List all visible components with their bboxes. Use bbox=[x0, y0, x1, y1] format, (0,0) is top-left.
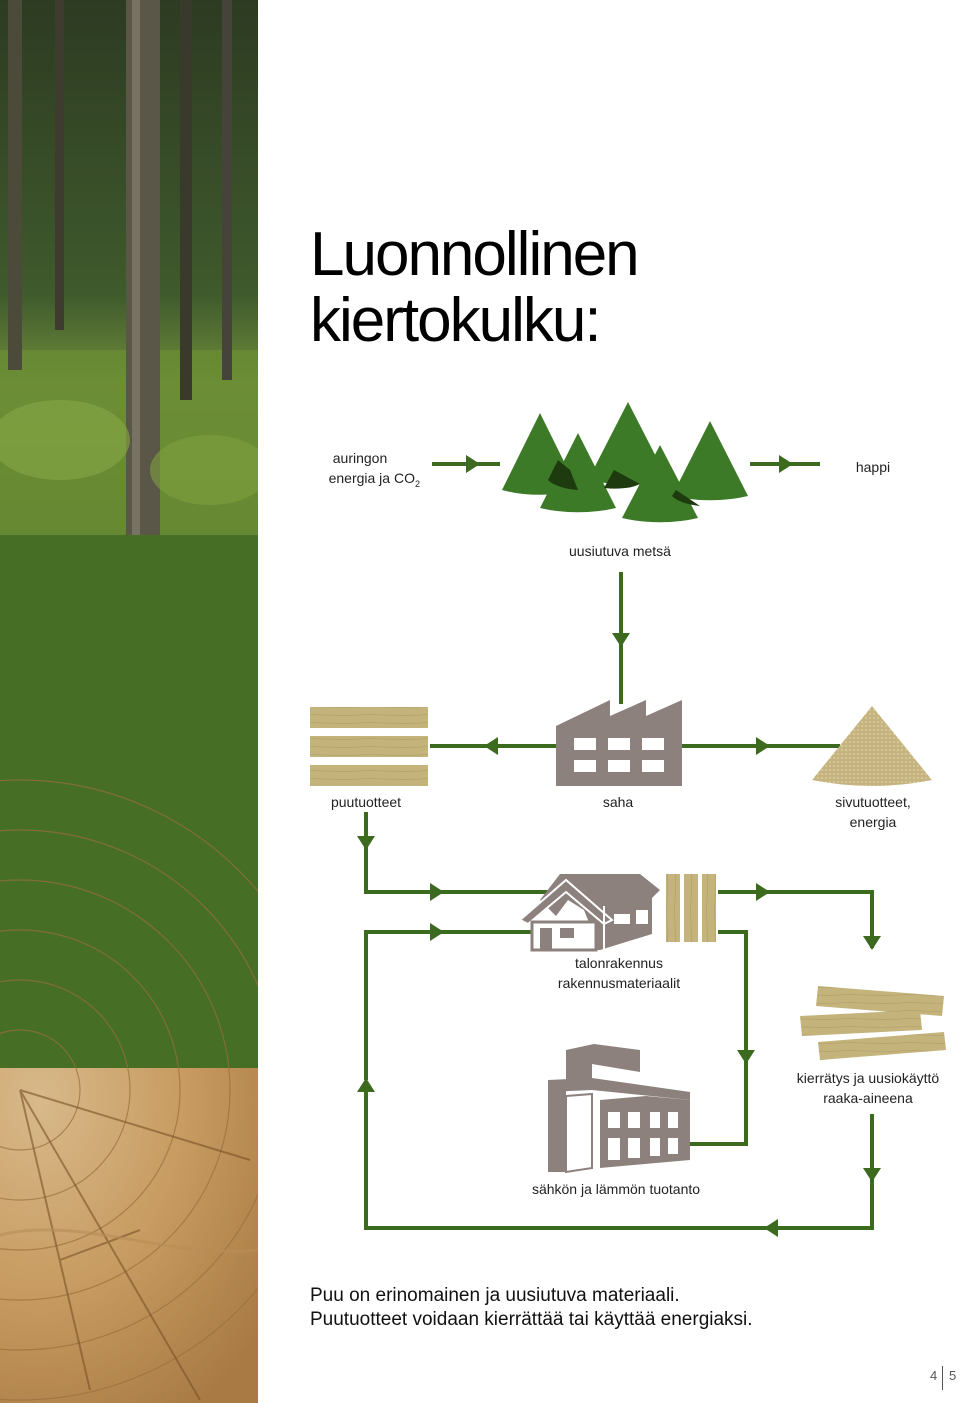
forest-trees-icon bbox=[502, 402, 748, 523]
arrow-forest-to-oxygen bbox=[750, 455, 820, 473]
green-band bbox=[0, 535, 258, 1068]
house-icon bbox=[518, 874, 660, 952]
power-plant-icon bbox=[548, 1044, 690, 1174]
label-forest: uusiutuva metsä bbox=[569, 543, 671, 559]
label-house: talonrakennus rakennusmateriaalit bbox=[534, 953, 704, 993]
arrow-house-to-recycling bbox=[718, 883, 881, 950]
footer-line-1: Puu on erinomainen ja uusiutuva materiaa… bbox=[310, 1285, 680, 1306]
label-wood-products: puutuotteet bbox=[330, 794, 402, 810]
label-sun-line-1: auringon bbox=[332, 450, 388, 466]
tree-icon bbox=[540, 433, 616, 513]
label-house-line-1: talonrakennus bbox=[575, 955, 663, 971]
vertical-planks-icon bbox=[666, 874, 716, 942]
label-sun-line-2: energia ja CO2 bbox=[328, 470, 420, 489]
label-house-line-2: rakennusmateriaalit bbox=[557, 975, 681, 991]
label-sun-energy: auringon energia ja CO2 bbox=[300, 448, 420, 494]
page-number-left: 4 bbox=[930, 1368, 938, 1383]
tree-icon bbox=[588, 402, 668, 485]
sawdust-pile-icon bbox=[812, 706, 932, 786]
footer-line-2: Puutuotteet voidaan kierrättää tai käytt… bbox=[310, 1309, 753, 1330]
wood-end-grain-photo bbox=[0, 779, 258, 1403]
arrow-products-to-house bbox=[357, 812, 550, 901]
wood-planks-icon bbox=[310, 707, 428, 786]
arrow-power-to-house bbox=[357, 923, 550, 1092]
label-byproducts: sivutuotteet, energia bbox=[808, 792, 938, 832]
title-line-1: Luonnollinen bbox=[310, 220, 640, 289]
label-oxygen: happi bbox=[855, 459, 891, 475]
arrow-recycling-to-power bbox=[364, 1086, 881, 1237]
label-recycling: kierrätys ja uusiokäyttö raaka-aineena bbox=[780, 1068, 956, 1108]
recycled-planks-icon bbox=[800, 986, 946, 1060]
title-line-2: kiertokulku: bbox=[310, 286, 602, 355]
sawmill-output-line bbox=[430, 737, 840, 755]
tree-icon bbox=[672, 421, 748, 501]
arrow-forest-to-sawmill bbox=[612, 572, 630, 704]
label-byproducts-line-1: sivutuotteet, bbox=[835, 794, 911, 810]
label-recycling-line-2: raaka-aineena bbox=[823, 1090, 913, 1106]
tree-icon bbox=[622, 445, 698, 523]
forest-photo bbox=[0, 0, 258, 535]
page-number-separator bbox=[942, 1366, 943, 1390]
label-power: sähkön ja lämmön tuotanto bbox=[531, 1181, 701, 1197]
tree-icon bbox=[502, 413, 578, 495]
label-sawmill: saha bbox=[602, 794, 634, 810]
page-title: Luonnollinen kiertokulku: bbox=[310, 220, 640, 355]
sawmill-factory-icon bbox=[556, 700, 682, 786]
label-recycling-line-1: kierrätys ja uusiokäyttö bbox=[796, 1070, 940, 1086]
co2-subscript: 2 bbox=[414, 478, 420, 489]
left-photo-strip bbox=[0, 0, 258, 1403]
page-number-right: 5 bbox=[949, 1368, 957, 1383]
arrow-sun-to-forest bbox=[432, 455, 500, 473]
footer-text: Puu on erinomainen ja uusiutuva materiaa… bbox=[310, 1284, 753, 1332]
label-byproducts-line-2: energia bbox=[849, 814, 897, 830]
